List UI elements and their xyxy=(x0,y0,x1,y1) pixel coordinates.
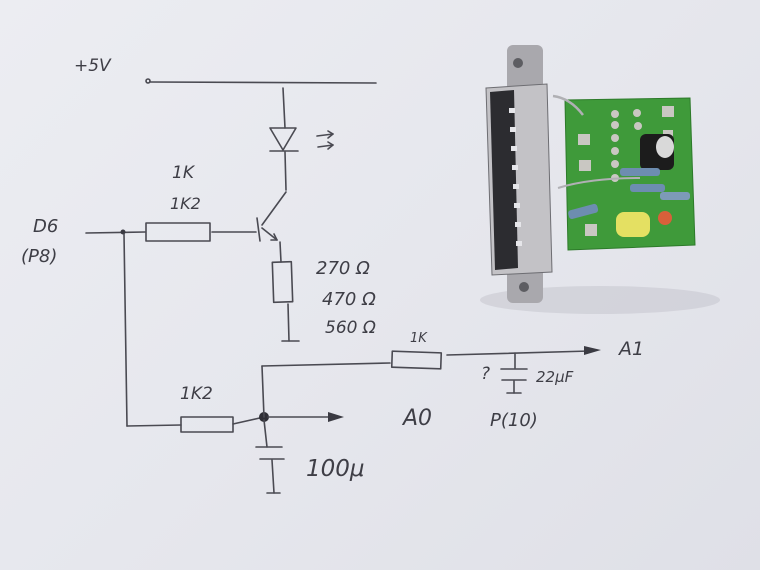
cap-small-label: 22μF xyxy=(536,368,574,386)
output-a1-label: A1 xyxy=(619,338,645,360)
emitter-resistor-value-3: 560 Ω xyxy=(325,318,376,338)
input-label: D6 xyxy=(33,216,59,237)
wire-emitter xyxy=(279,241,282,263)
pcb-resistor xyxy=(630,184,665,192)
pcb-resistor xyxy=(660,192,690,200)
base-resistor-label-2: 1K2 xyxy=(170,194,201,213)
feedback-resistor-label: 1K2 xyxy=(180,384,213,404)
series-resistor-label: 1K xyxy=(410,331,427,346)
wire-to-series-resistor xyxy=(261,362,391,367)
series-resistor xyxy=(390,350,443,370)
pcb-led-red xyxy=(658,211,672,225)
cap-question-mark: ? xyxy=(481,364,491,384)
pcb-resistor xyxy=(620,168,660,176)
feedback-resistor xyxy=(180,416,234,433)
supply-rail xyxy=(149,81,377,84)
pcb-resistor xyxy=(568,203,599,220)
led-symbol xyxy=(269,127,334,152)
output-a0-label: A0 xyxy=(403,406,433,431)
wire-feedback-right xyxy=(232,416,265,425)
output-a0-pin-label: P(10) xyxy=(490,410,538,431)
wire-input xyxy=(85,231,146,234)
wire-led-collector xyxy=(284,151,287,191)
connector-pcb-photo xyxy=(480,45,720,314)
wire-node-up xyxy=(261,365,265,418)
emitter-resistor-value-1: 270 Ω xyxy=(316,258,370,279)
wire-emitter-resistor xyxy=(287,303,290,342)
wire-a1 xyxy=(446,350,591,356)
transistor-symbol xyxy=(256,191,287,242)
base-resistor xyxy=(145,222,211,242)
a1-arrow xyxy=(584,346,601,355)
a0-arrow xyxy=(328,412,344,422)
base-resistor-label-1: 1K xyxy=(172,163,194,183)
cap-large-label: 100μ xyxy=(306,456,365,482)
input-pin-label: (P8) xyxy=(21,246,58,267)
emitter-resistor xyxy=(271,260,294,304)
wire-input-feedback xyxy=(123,233,128,427)
wire-supply-led xyxy=(282,87,286,129)
emitter-resistor-value-2: 470 Ω xyxy=(322,289,376,310)
supply-terminal xyxy=(145,78,151,84)
wire-cap-large-ground xyxy=(271,459,275,494)
wire-feedback-left xyxy=(126,424,182,427)
supply-label: +5V xyxy=(74,56,111,76)
pcb-led-yellow xyxy=(616,212,650,237)
wire-cap-large xyxy=(263,419,268,448)
